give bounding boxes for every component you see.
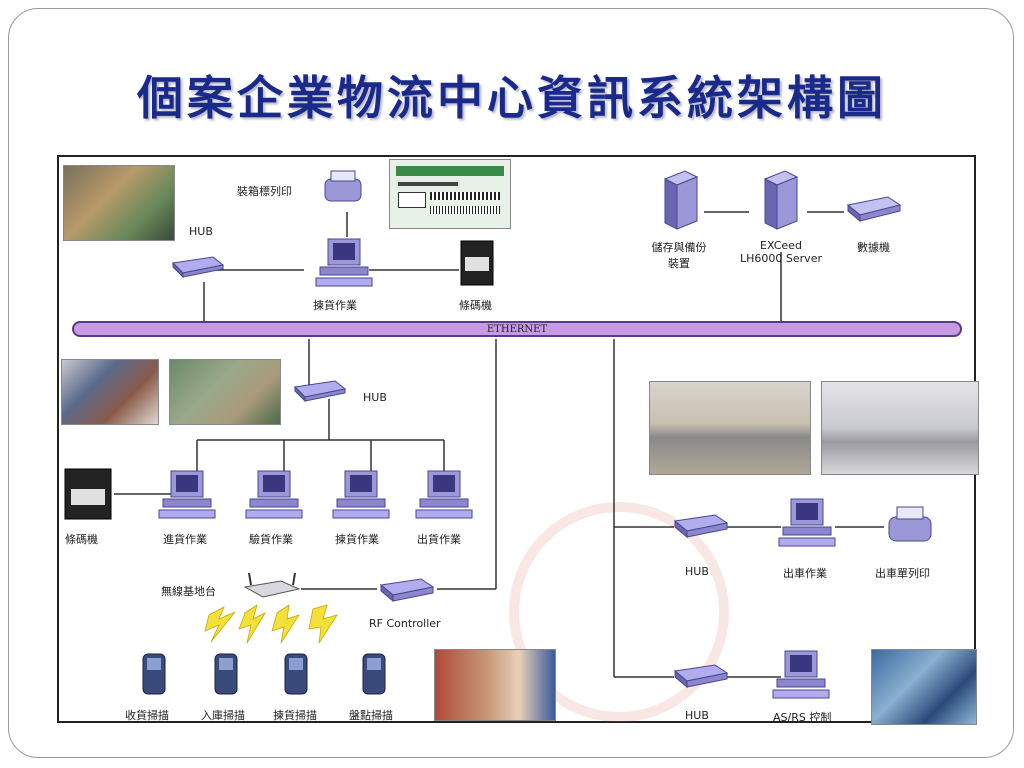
barcode-print-label: 裝箱標列印 <box>237 185 292 198</box>
shipping-op-label: 出車作業 <box>783 567 827 580</box>
handheld-scanner-icon <box>142 653 166 695</box>
data-machine-label: 數據機 <box>857 241 890 254</box>
label-printer-icon <box>324 170 362 202</box>
ws2-label: 驗貨作業 <box>249 533 293 546</box>
asrs-rack-photo <box>871 649 977 725</box>
workstation-icon <box>315 238 373 287</box>
storage-device-label-line2: 裝置 <box>668 257 690 270</box>
handheld-2-label: 入庫掃描 <box>201 709 245 722</box>
hub-icon <box>293 380 347 403</box>
printer-top-label: 條碼機 <box>459 299 492 312</box>
warehouse-photo-top-left <box>63 165 175 241</box>
connection-lines <box>114 211 884 678</box>
hub-mid-label: HUB <box>363 391 387 404</box>
slide-title: 個案企業物流中心資訊系統架構圖 <box>137 71 887 125</box>
ws4-label: 出貨作業 <box>417 533 461 546</box>
wireless-base-label: 無線基地台 <box>161 585 216 598</box>
workstation-icon <box>778 498 836 547</box>
computer-room-photo-2 <box>821 381 979 475</box>
computer-room-photo-1 <box>649 381 811 475</box>
server-icon <box>663 170 699 230</box>
workstation-icon <box>245 470 303 519</box>
hub-icon <box>673 514 729 539</box>
handheld-scanner-icon <box>362 653 386 695</box>
hub-right2-label: HUB <box>685 709 709 722</box>
workstation-icon <box>772 650 830 699</box>
network-diagram: ETHERNET 裝箱標列印 HUB 揀貨作業 條碼機 儲存與備份 裝置 EXC… <box>57 155 979 725</box>
workstation-icon <box>332 470 390 519</box>
picking-op-label: 揀貨作業 <box>313 299 357 312</box>
label-printer-icon <box>888 506 932 542</box>
server-label-line1: EXCeed <box>760 239 802 252</box>
handheld-1-label: 收貨掃描 <box>125 709 169 722</box>
ws3-label: 揀貨作業 <box>335 533 379 546</box>
wireless-access-point-icon <box>243 572 301 598</box>
handheld-scanner-icon <box>214 653 238 695</box>
asrs-label: AS/RS 控制 <box>773 711 832 724</box>
server-label-line2: LH6000 Server <box>740 252 822 265</box>
printer-icon <box>460 240 494 286</box>
printer-icon <box>64 468 112 520</box>
server-icon <box>763 170 799 230</box>
handheld-3-label: 揀貨掃描 <box>273 709 317 722</box>
workstation-icon <box>415 470 473 519</box>
rf-controller-label: RF Controller <box>369 617 441 630</box>
warehouse-worker-photo <box>434 649 556 721</box>
sorting-line-photo <box>169 359 281 425</box>
modem-icon <box>846 196 902 223</box>
ethernet-backbone: ETHERNET <box>72 321 962 337</box>
operator-photo-middle-left <box>61 359 159 425</box>
workstation-icon <box>158 470 216 519</box>
hub-top-label: HUB <box>189 225 213 238</box>
storage-device-label-line1: 儲存與備份 <box>651 241 707 254</box>
ethernet-label: ETHERNET <box>486 324 548 335</box>
server-label: EXCeed LH6000 Server <box>731 239 831 265</box>
storage-device-label: 儲存與備份 裝置 <box>639 239 719 271</box>
hub-icon <box>673 664 729 689</box>
handheld-scanner-icon <box>284 653 308 695</box>
hub-right1-label: HUB <box>685 565 709 578</box>
hub-icon <box>171 256 225 279</box>
ws1-label: 進貨作業 <box>163 533 207 546</box>
watermark-seal <box>509 502 729 722</box>
rf-controller-icon <box>379 578 435 603</box>
shipping-label-image <box>389 159 511 229</box>
printer-left-label: 條碼機 <box>65 533 98 546</box>
shipping-print-label: 出車單列印 <box>875 567 930 580</box>
handheld-4-label: 盤點掃描 <box>349 709 393 722</box>
